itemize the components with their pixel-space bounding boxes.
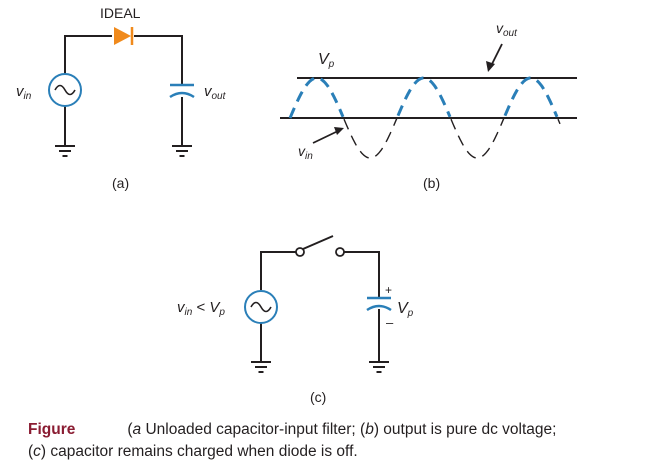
wire-c-right-top	[344, 251, 380, 297]
diode-icon	[114, 27, 131, 45]
sine-wave-icon	[250, 301, 272, 313]
vout-label: vout	[204, 83, 227, 102]
ground-icon	[251, 361, 271, 373]
panel-a-circuit: IDEAL vin vout (a)	[16, 5, 227, 191]
panel-c-circuit: + – Vp vin < Vp (c)	[177, 235, 414, 405]
capacitor-plate-bottom	[169, 91, 195, 99]
vp-label: Vp	[318, 51, 335, 70]
ground-icon	[172, 145, 192, 157]
capacitor-plate-bottom	[366, 304, 392, 312]
vp-label: Vp	[397, 300, 414, 319]
sine-wave-icon	[54, 84, 76, 96]
ground-icon	[55, 145, 75, 157]
wire-c-left-top	[260, 251, 296, 290]
vin-sine-lower	[343, 117, 561, 159]
vin-arrowhead	[334, 127, 344, 135]
switch-contact-right	[335, 247, 345, 257]
switch-contact-left	[295, 247, 305, 257]
vin-label: vin	[298, 143, 313, 162]
diode-ideal-label: IDEAL	[100, 5, 141, 21]
open-switch-icon	[302, 235, 334, 250]
vin-label: vin	[16, 83, 32, 102]
vin-arrow	[312, 130, 339, 144]
ground-icon	[369, 361, 389, 373]
vout-arrow	[490, 43, 503, 67]
wire-a-right-top	[134, 35, 183, 84]
panel-b-waveform: Vp vout vin (b)	[280, 20, 577, 191]
minus-sign: –	[386, 315, 394, 330]
vin-sine-upper	[288, 76, 559, 119]
vout-label: vout	[496, 20, 518, 39]
vout-arrowhead	[486, 61, 495, 72]
panel-c-tag: (c)	[310, 389, 326, 405]
panel-a-tag: (a)	[112, 175, 129, 191]
vin-less-than-vp-label: vin < Vp	[177, 299, 225, 318]
caption-title: Figure	[28, 421, 76, 438]
panel-b-tag: (b)	[423, 175, 440, 191]
figure-caption: Figure(a Unloaded capacitor-input filter…	[28, 421, 557, 460]
wire-a-left-top	[64, 35, 112, 74]
plus-sign: +	[385, 283, 392, 297]
